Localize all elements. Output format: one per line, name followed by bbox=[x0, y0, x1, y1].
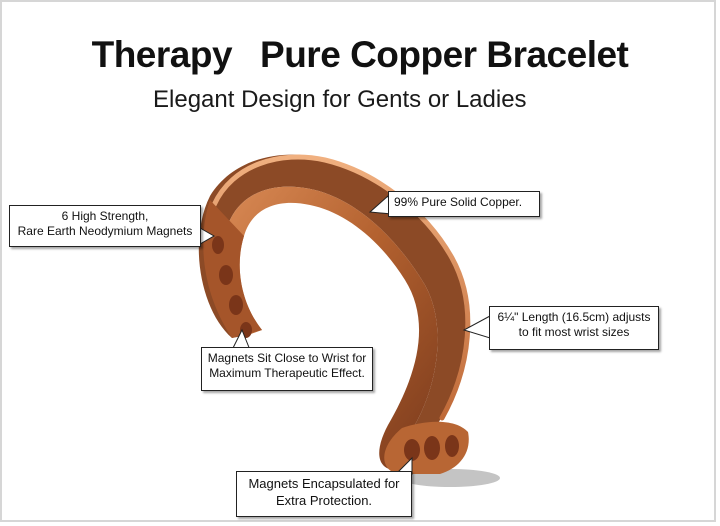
callout-purity: 99% Pure Solid Copper. bbox=[388, 191, 540, 217]
page-subtitle: Elegant Design for Gents or Ladies bbox=[153, 86, 527, 113]
magnet bbox=[424, 436, 440, 460]
title-product: Pure Copper Bracelet bbox=[260, 34, 629, 75]
callout-wrist: Magnets Sit Close to Wrist for Maximum T… bbox=[201, 347, 373, 391]
page-title: Therapy Pure Copper Bracelet bbox=[0, 34, 720, 76]
magnet bbox=[219, 265, 233, 285]
callout-encapsulated: Magnets Encapsulated for Extra Protectio… bbox=[236, 471, 412, 517]
callout-length: 6¼" Length (16.5cm) adjusts to fit most … bbox=[489, 306, 659, 350]
bracelet-band bbox=[222, 186, 438, 470]
magnet bbox=[404, 439, 420, 461]
title-brand: Therapy bbox=[91, 34, 233, 75]
bracelet-left-end bbox=[203, 200, 262, 338]
bracelet-inner-face bbox=[198, 154, 468, 453]
magnet bbox=[445, 435, 459, 457]
magnet bbox=[229, 295, 243, 315]
callout-magnets-count: 6 High Strength, Rare Earth Neodymium Ma… bbox=[9, 205, 201, 247]
magnet bbox=[212, 236, 224, 254]
